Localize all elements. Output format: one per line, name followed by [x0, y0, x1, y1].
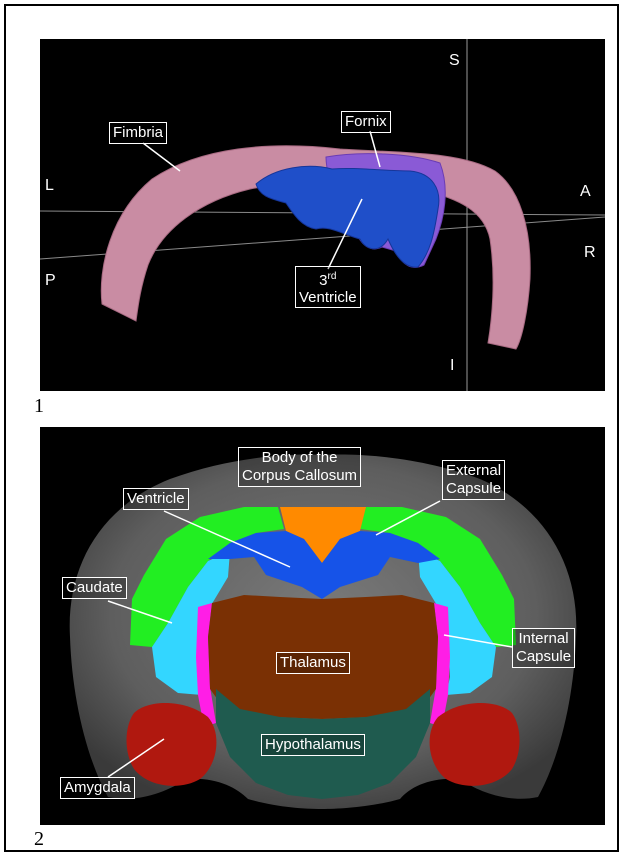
external-capsule-line2: Capsule	[446, 480, 501, 497]
amygdala-left-shape	[127, 703, 217, 786]
third-ventricle-word: Ventricle	[299, 289, 357, 306]
panel-1-3d-render: Fimbria Fornix 3rd Ventricle S I L P A R	[40, 39, 605, 391]
third-ventricle-shape	[256, 166, 439, 267]
label-thalamus: Thalamus	[276, 652, 350, 674]
external-capsule-line1: External	[446, 462, 501, 479]
panel-2-number: 2	[34, 828, 44, 851]
label-ventricle: Ventricle	[123, 488, 189, 510]
label-corpus-callosum: Body of the Corpus Callosum	[238, 447, 361, 487]
panel-1-graphic	[40, 39, 605, 391]
internal-capsule-line2: Capsule	[516, 648, 571, 665]
third-ventricle-suffix: rd	[327, 271, 336, 282]
label-hypothalamus: Hypothalamus	[261, 734, 365, 756]
label-fimbria: Fimbria	[109, 122, 167, 144]
panel-1-number: 1	[34, 395, 44, 418]
corpus-callosum-line2: Corpus Callosum	[242, 467, 357, 484]
axis-label-right: R	[584, 244, 596, 262]
label-external-capsule: External Capsule	[442, 460, 505, 500]
label-third-ventricle: 3rd Ventricle	[295, 266, 361, 308]
axis-label-inferior: I	[450, 357, 454, 375]
internal-capsule-line1: Internal	[519, 630, 569, 647]
axis-label-superior: S	[449, 52, 460, 70]
axis-label-left: L	[45, 177, 54, 195]
panel-2-atlas-slice: Body of the Corpus Callosum External Cap…	[40, 427, 605, 825]
label-amygdala: Amygdala	[60, 777, 135, 799]
label-fornix: Fornix	[341, 111, 391, 133]
figure-frame: Fimbria Fornix 3rd Ventricle S I L P A R…	[4, 4, 619, 852]
amygdala-right-shape	[430, 703, 520, 786]
label-caudate: Caudate	[62, 577, 127, 599]
corpus-callosum-line1: Body of the	[262, 449, 338, 466]
fimbria-leader	[143, 143, 180, 171]
axis-label-anterior: A	[580, 183, 591, 201]
label-internal-capsule: Internal Capsule	[512, 628, 575, 668]
axis-label-posterior: P	[45, 272, 56, 290]
